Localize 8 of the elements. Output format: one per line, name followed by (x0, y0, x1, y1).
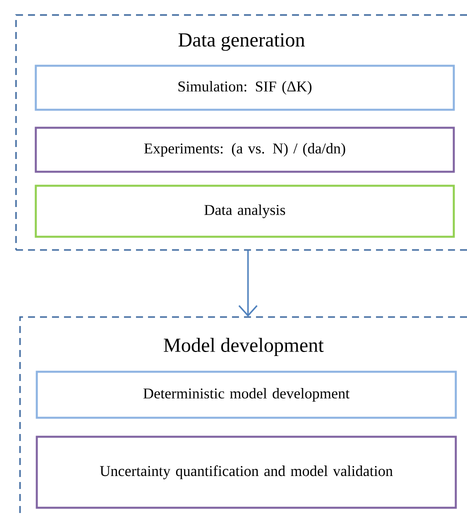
process-box: Deterministic model development (36, 370, 457, 419)
group-title: Model development (164, 338, 324, 356)
process-box: Data analysis (34, 184, 455, 238)
process-box: Simulation: SIF (ΔK) (34, 64, 455, 111)
group-title: Data generation (178, 33, 305, 51)
process-box: Experiments: (a vs. N) / (da/dn) (34, 126, 455, 173)
arrow (238, 250, 258, 317)
process-box: Uncertainty quantification and model validation (36, 436, 457, 509)
